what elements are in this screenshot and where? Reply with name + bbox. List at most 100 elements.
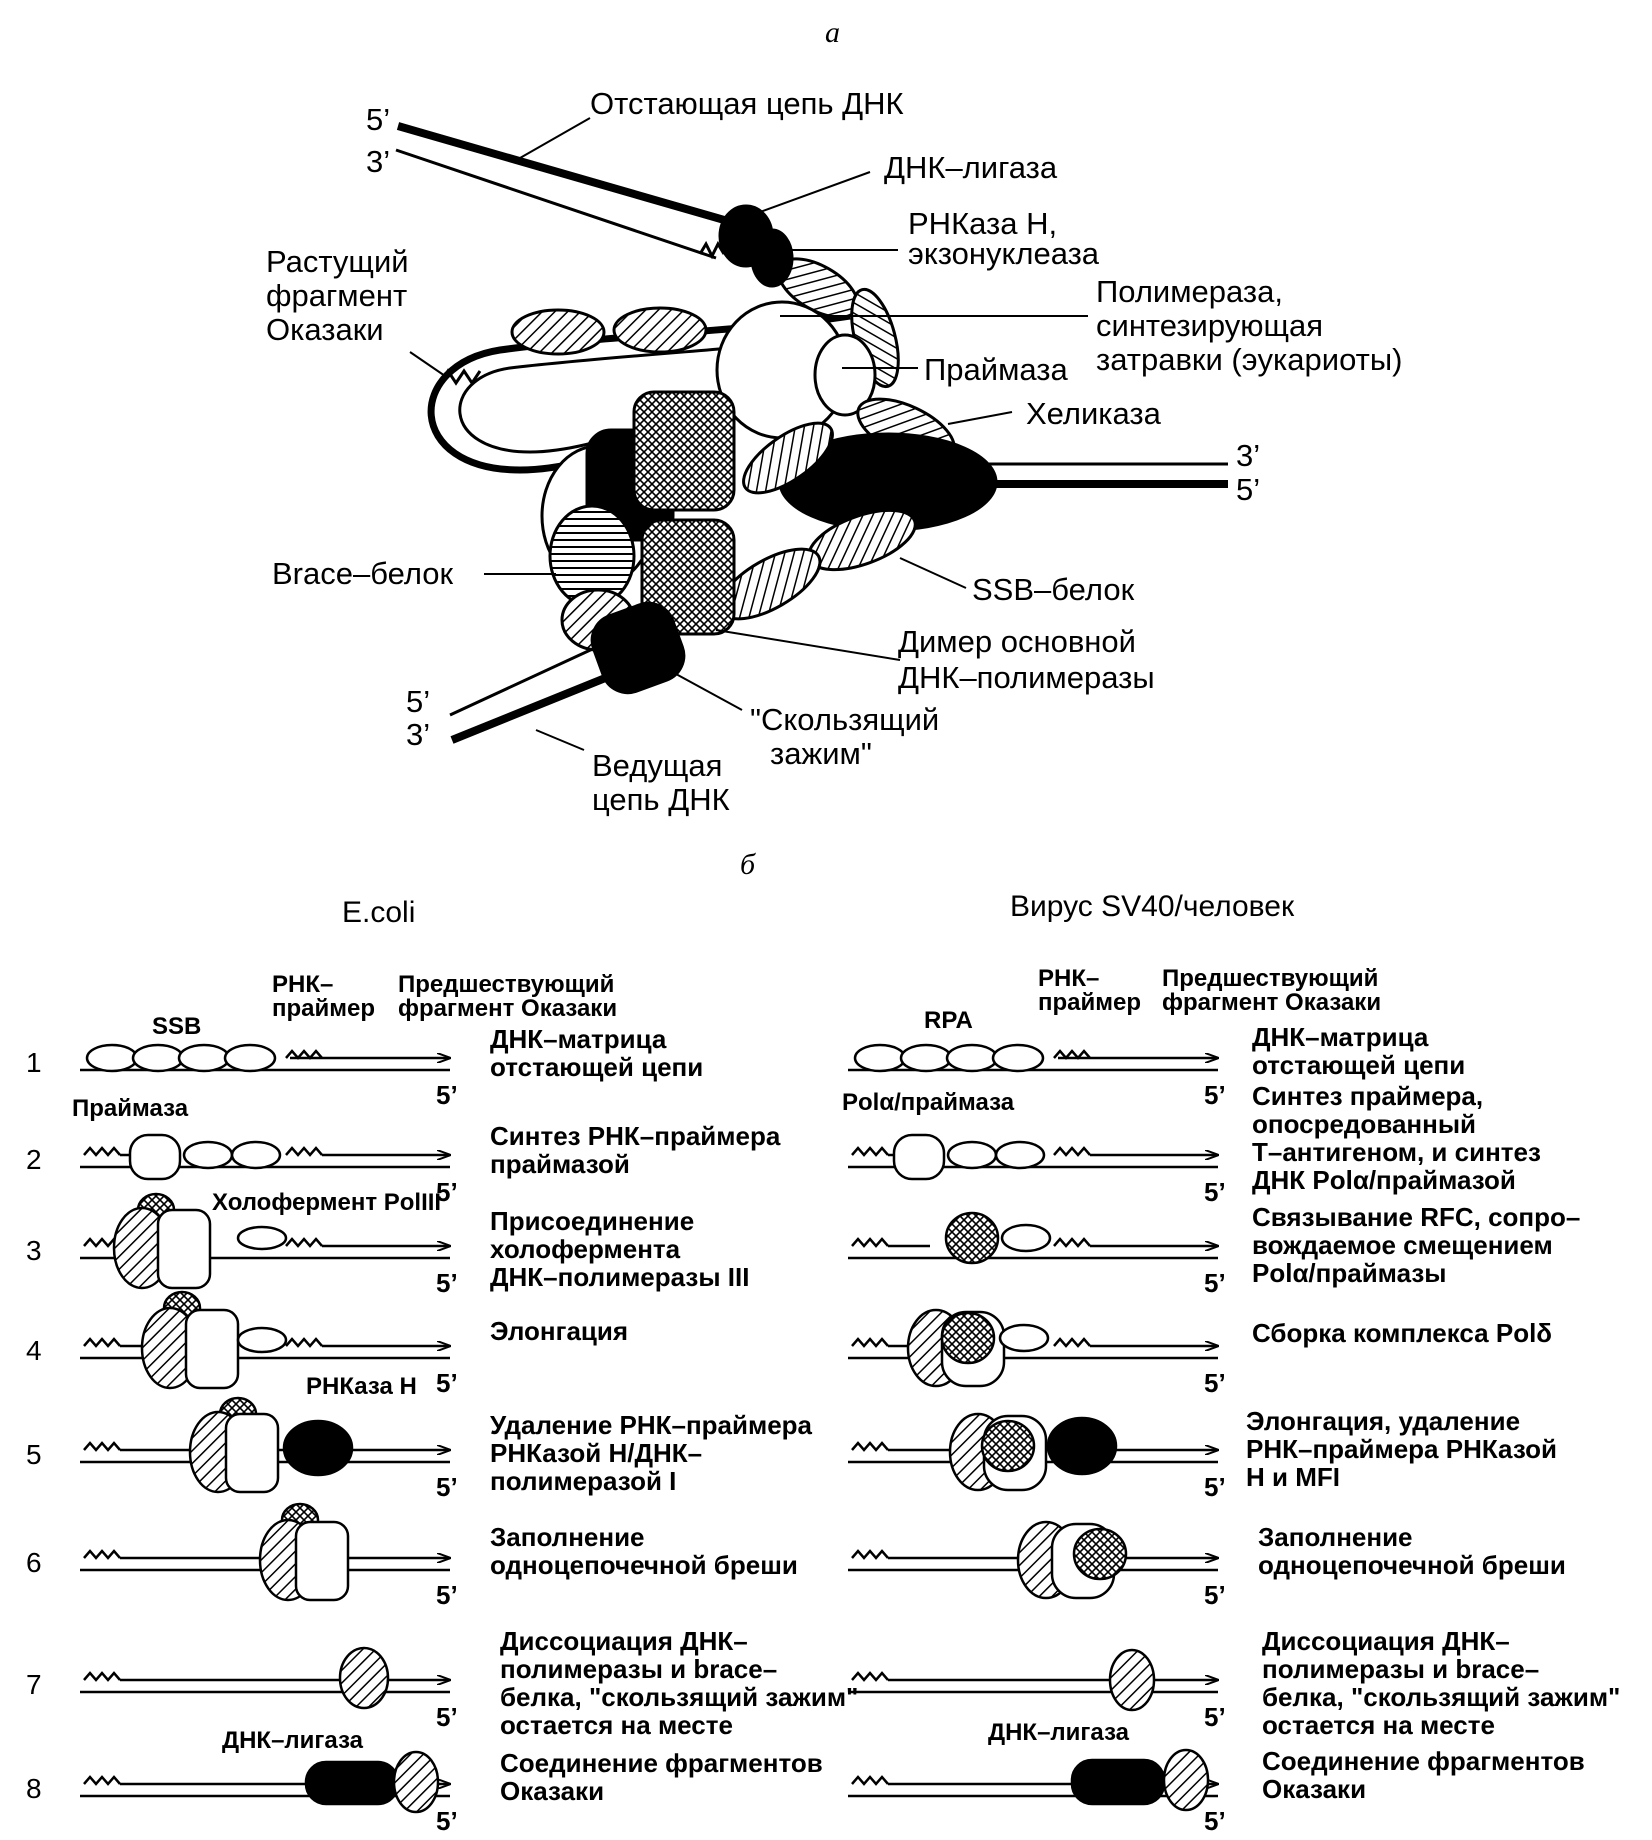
step-description: Оказаки: [500, 1776, 604, 1806]
rna-primer: [285, 1049, 323, 1060]
rnase-h: [1046, 1416, 1118, 1476]
label-polymerase: синтезирующая: [1096, 308, 1323, 343]
sv40-header-rna: праймер: [1038, 989, 1141, 1016]
primase-body: [813, 333, 877, 417]
sliding-clamp: [338, 1646, 390, 1710]
primase: [128, 1133, 182, 1181]
ssb-protein: [223, 1043, 277, 1073]
end-label: 5’: [366, 102, 390, 137]
sv40-ligase-label: ДНК–лигаза: [988, 1719, 1130, 1746]
label-dimer: ДНК–полимеразы: [898, 660, 1155, 695]
rna-primer: [83, 1337, 121, 1348]
sv40-header-prev: Предшествующий: [1162, 965, 1378, 992]
step-description: Диссоциация ДНК–: [1262, 1626, 1510, 1656]
step-description: Присоединение: [490, 1206, 694, 1236]
strand-end-5: 5’: [436, 1472, 458, 1502]
rna-primer: [83, 1146, 121, 1157]
rpa-protein: [991, 1043, 1045, 1073]
step-description: отстающей цепи: [1252, 1050, 1465, 1080]
step-description: Синтез праймера,: [1252, 1081, 1483, 1111]
step-description: одноцепочечной бреши: [1258, 1550, 1566, 1580]
rpa-protein: [946, 1140, 998, 1170]
lagging-strand-duplex: [395, 122, 754, 260]
rna-primer: [1053, 1237, 1091, 1248]
rnase-h: [282, 1419, 354, 1477]
step-description: ДНК–матрица: [490, 1024, 667, 1054]
label-clamp: зажим": [770, 736, 872, 771]
panel-a-letter: а: [825, 16, 840, 49]
label-clamp: "Скользящий: [750, 702, 939, 737]
strand-end-5: 5’: [436, 1080, 458, 1110]
step-description: отстающей цепи: [490, 1052, 703, 1082]
clamp-pcna: [1162, 1748, 1210, 1812]
panel-a: а: [266, 16, 1402, 817]
step-description: H и MFI: [1246, 1462, 1340, 1492]
step-description: Связывание RFC, сопро–: [1252, 1202, 1580, 1232]
step-description: РНКазой H/ДНК–: [490, 1438, 702, 1468]
end-label: 5’: [406, 684, 430, 719]
step-number: 8: [26, 1773, 42, 1804]
strand-end-5: 5’: [1204, 1702, 1226, 1732]
ecoli-step-7: 75’Диссоциация ДНК–полимеразы и brace–бе…: [26, 1626, 858, 1740]
polymerase-i: [294, 1520, 350, 1602]
callout-line: [947, 411, 1013, 425]
ecoli-rnase-label: РНКаза H: [306, 1373, 417, 1400]
clamp-pcna: [1108, 1648, 1156, 1712]
rpa-protein: [899, 1043, 953, 1073]
label-rnase: экзонуклеаза: [908, 236, 1100, 271]
rfc-complex: [980, 1419, 1036, 1473]
sliding-clamp: [392, 1750, 440, 1814]
strand-end-5: 5’: [1204, 1368, 1226, 1398]
step-description: полимеразы и brace–: [1262, 1654, 1539, 1684]
callout-line: [715, 629, 901, 661]
step-description: Оказаки: [1262, 1774, 1366, 1804]
sv40-title: Вирус SV40/человек: [1010, 890, 1295, 923]
sv40-primase-label: Polα/праймаза: [842, 1089, 1015, 1116]
step-description: Элонгация: [490, 1316, 628, 1346]
leading-strand-duplex: [449, 638, 632, 744]
rna-primer: [851, 1549, 889, 1560]
step-number: 1: [26, 1047, 42, 1078]
ecoli-step-3: 35’ПрисоединениехолоферментаДНК–полимера…: [26, 1192, 749, 1298]
step-description: Заполнение: [490, 1522, 645, 1552]
rpa-protein: [853, 1043, 907, 1073]
polymerase-iii: [156, 1208, 212, 1290]
dna-ligase: [304, 1760, 400, 1806]
step-number: 2: [26, 1144, 42, 1175]
ecoli-step-4: 45’Элонгация: [26, 1290, 628, 1398]
rna-primer: [285, 1146, 323, 1157]
ssb-protein-loop-2: [612, 306, 708, 354]
pol-alpha-primase: [892, 1133, 946, 1181]
label-helicase: Хеликаза: [1026, 396, 1162, 431]
step-description: ДНК–матрица: [1252, 1022, 1429, 1052]
label-leading: Ведущая: [592, 748, 722, 783]
label-polymerase: затравки (эукариоты): [1096, 342, 1402, 377]
label-ligase: ДНК–лигаза: [884, 150, 1058, 185]
rna-primer: [83, 1671, 121, 1682]
end-label: 3’: [366, 144, 390, 179]
step-description: Соединение фрагментов: [500, 1748, 823, 1778]
strand-end-5: 5’: [436, 1268, 458, 1298]
strand-end-5: 5’: [436, 1806, 458, 1836]
label-okazaki: фрагмент: [266, 278, 407, 313]
end-label: 3’: [406, 717, 430, 752]
step-description: опосредованный: [1252, 1109, 1476, 1139]
rna-primer: [851, 1671, 889, 1682]
step-description: праймазой: [490, 1149, 630, 1179]
step-number: 7: [26, 1669, 42, 1700]
rna-primer: [851, 1775, 889, 1786]
label-dimer: Димер основной: [898, 624, 1136, 659]
step-description: белка, "скользящий зажим": [1262, 1682, 1620, 1712]
step-description: полимеразой I: [490, 1466, 676, 1496]
step-number: 4: [26, 1335, 42, 1366]
ssb-protein: [177, 1043, 231, 1073]
rfc-complex: [1072, 1527, 1128, 1581]
ecoli-header-ssb: SSB: [152, 1013, 201, 1040]
rna-primer: [83, 1441, 121, 1452]
primer-zigzag: [698, 240, 726, 260]
polymerase-iii: [184, 1308, 240, 1390]
step-description: Диссоциация ДНК–: [500, 1626, 748, 1656]
